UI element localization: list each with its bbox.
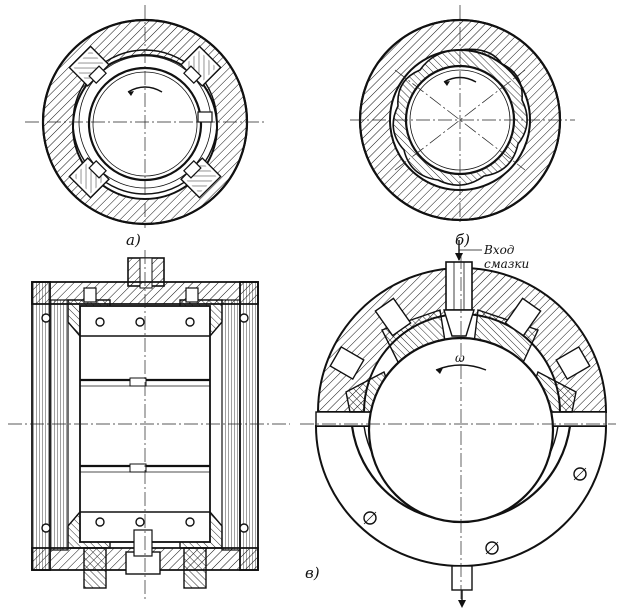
figure-v-omega-symbol: ω [455, 351, 465, 365]
figure-v-oil-inlet-label-1: Вход [483, 243, 515, 257]
figure-v-lower-bolts [363, 467, 587, 555]
figure-v-oil-inlet-label-2: смазки [484, 257, 529, 271]
figure-v-adjusting-screws [329, 297, 591, 380]
figure-v-bolts [41, 313, 249, 533]
figure-v-label: в) [305, 564, 320, 582]
figure-v-longitudinal-section [8, 250, 290, 600]
figure-b-label: б) [455, 231, 470, 249]
figure-a-label: а) [126, 231, 141, 249]
figure-a-pads [68, 45, 222, 199]
figure-b-lobed-bearing: б) [350, 5, 575, 249]
figure-v-cross-section: ω Вход смазки в) [300, 240, 616, 608]
figure-a-four-pad-bearing: а) [25, 5, 265, 249]
